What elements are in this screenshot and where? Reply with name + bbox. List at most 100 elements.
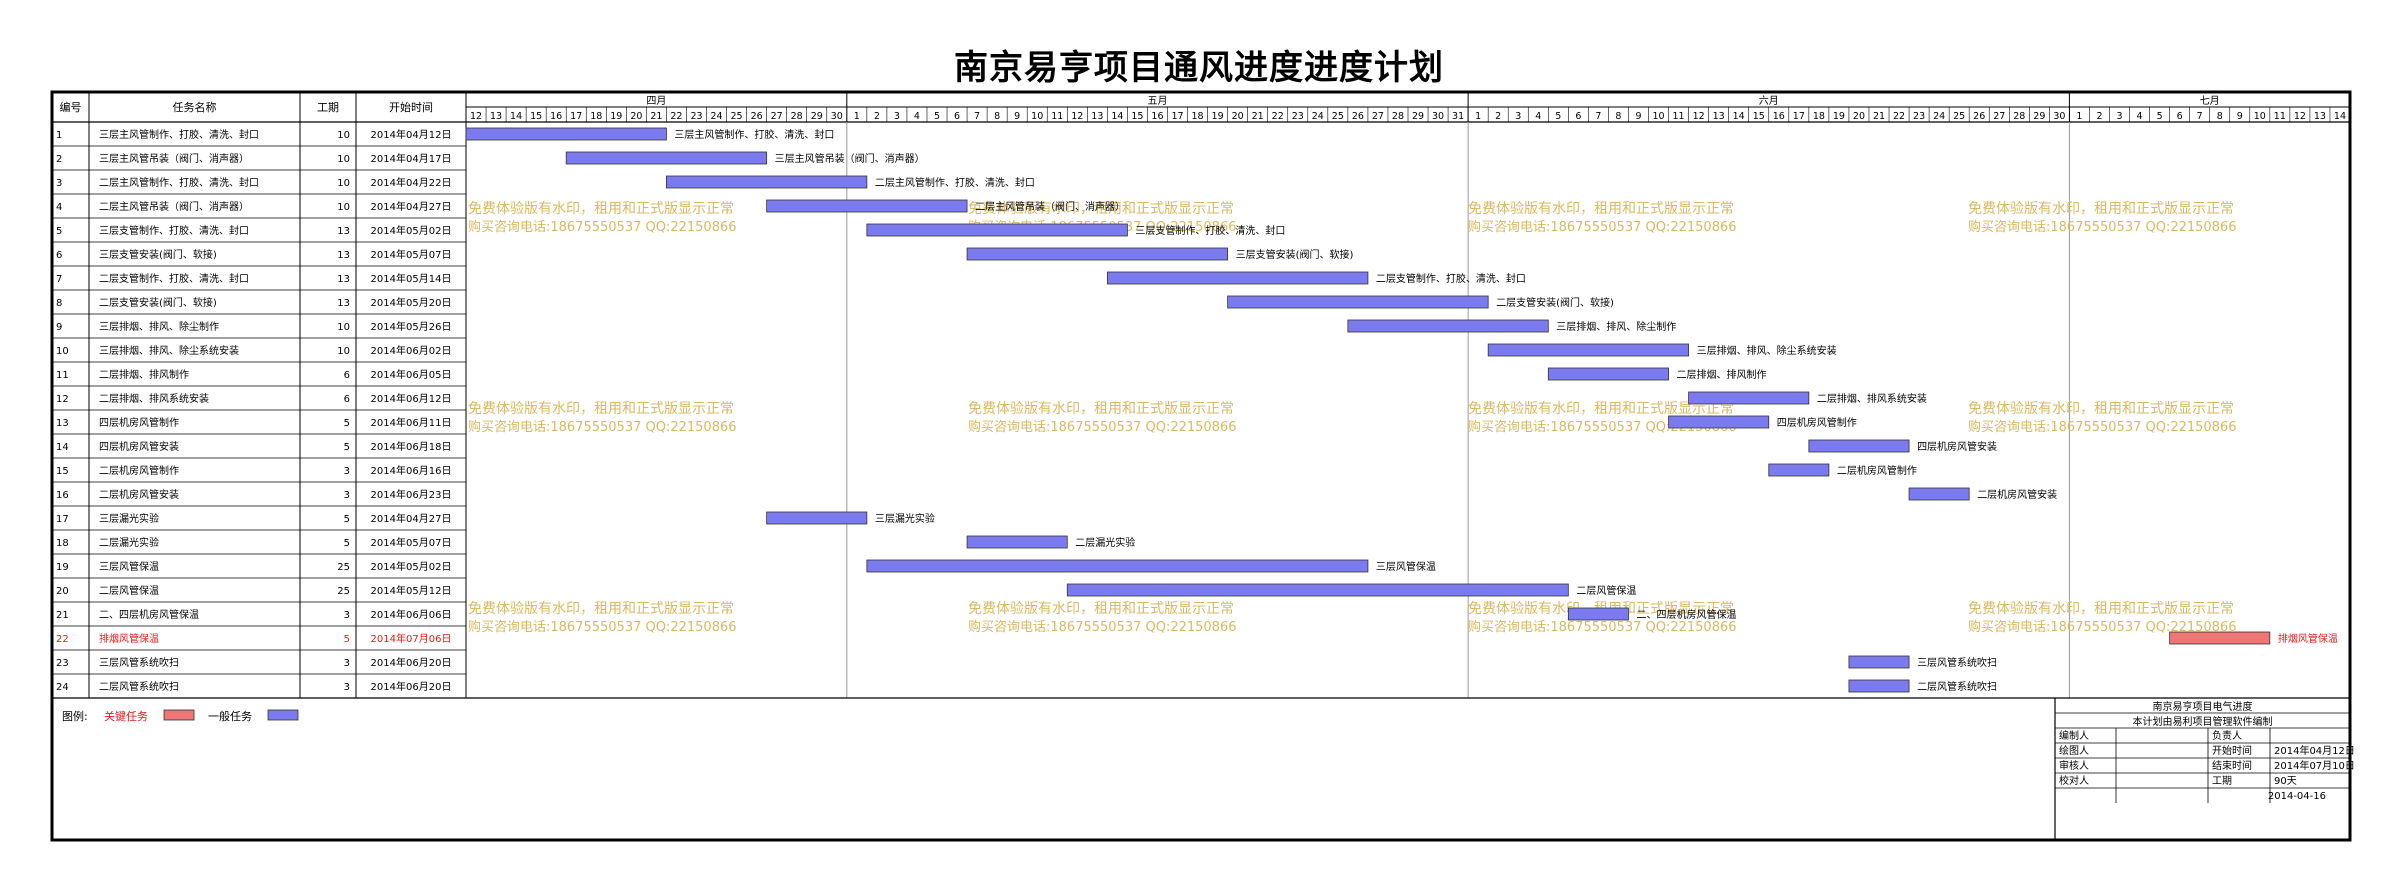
day-label: 9 [1635, 111, 1641, 122]
day-label: 27 [771, 111, 783, 122]
task-bar-label: 四层机房风管安装 [1917, 440, 1997, 453]
day-label: 24 [710, 111, 722, 122]
task-bar [1066, 583, 1569, 597]
task-bar [966, 247, 1229, 261]
task-bar-label: 三层排烟、排风、除尘制作 [1556, 320, 1676, 333]
day-label: 7 [2197, 111, 2203, 122]
watermark-line2: 购买咨询电话:18675550537 QQ:22150866 [468, 619, 737, 635]
task-id: 9 [56, 322, 62, 333]
task-id: 15 [56, 466, 69, 477]
legend-normal-swatch [267, 709, 299, 721]
day-label: 12 [1693, 111, 1705, 122]
task-duration: 13 [337, 250, 350, 261]
info-subtitle: 本计划由易利项目管理软件编制 [2133, 715, 2273, 728]
watermark-line2: 购买咨询电话:18675550537 QQ:22150866 [968, 419, 1237, 435]
watermark-line1: 免费体验版有水印，租用和正式版显示正常 [1468, 201, 1734, 217]
task-bar [1347, 319, 1549, 333]
day-label: 23 [690, 111, 702, 122]
task-id: 22 [56, 634, 69, 645]
task-name: 三层支管制作、打胶、清洗、封口 [99, 224, 249, 237]
task-start: 2014年05月02日 [371, 560, 452, 573]
task-duration: 3 [344, 490, 350, 501]
task-bar-label: 二层支管安装(阀门、软接) [1496, 296, 1614, 309]
task-name: 三层主风管吊装（阀门、消声器） [99, 152, 249, 165]
task-start: 2014年07月06日 [371, 632, 452, 645]
task-bar-label: 二层主风管制作、打胶、清洗、封口 [875, 176, 1035, 189]
task-duration: 5 [344, 634, 350, 645]
task-id: 5 [56, 226, 62, 237]
header-start: 开始时间 [389, 100, 433, 114]
task-name: 四层机房风管安装 [99, 440, 179, 453]
day-label: 3 [1515, 111, 1521, 122]
task-start: 2014年06月12日 [371, 392, 452, 405]
day-label: 21 [1252, 111, 1264, 122]
watermark-line1: 免费体验版有水印，租用和正式版显示正常 [968, 401, 1234, 417]
day-label: 28 [791, 111, 803, 122]
task-start: 2014年04月22日 [371, 176, 452, 189]
day-label: 14 [2334, 111, 2346, 122]
task-bar [1908, 487, 1970, 501]
day-label: 6 [954, 111, 960, 122]
task-bar [666, 175, 868, 189]
task-name: 三层支管安装(阀门、软接) [99, 248, 217, 261]
watermark-line1: 免费体验版有水印，租用和正式版显示正常 [968, 601, 1234, 617]
day-label: 27 [1372, 111, 1384, 122]
month-label: 七月 [2200, 95, 2220, 107]
day-label: 1 [2076, 111, 2082, 122]
task-duration: 13 [337, 274, 350, 285]
task-name: 三层主风管制作、打胶、清洗、封口 [99, 128, 259, 141]
day-label: 11 [2274, 111, 2286, 122]
header-duration: 工期 [317, 101, 339, 114]
task-start: 2014年06月02日 [371, 344, 452, 357]
header-id: 编号 [60, 100, 82, 114]
task-start: 2014年05月20日 [371, 296, 452, 309]
info-value: 2014年07月10日 [2274, 759, 2355, 772]
task-bar [766, 199, 968, 213]
task-name: 二层机房风管安装 [99, 488, 179, 501]
day-label: 11 [1051, 111, 1063, 122]
task-bar-label: 三层漏光实验 [875, 512, 935, 525]
task-name: 三层排烟、排风、除尘系统安装 [99, 344, 239, 357]
task-duration: 5 [344, 514, 350, 525]
task-name: 二层机房风管制作 [99, 464, 179, 477]
day-label: 20 [630, 111, 642, 122]
task-start: 2014年06月23日 [371, 488, 452, 501]
day-label: 4 [914, 111, 920, 122]
day-label: 22 [1893, 111, 1905, 122]
day-label: 14 [1111, 111, 1123, 122]
task-duration: 5 [344, 538, 350, 549]
watermark-line1: 免费体验版有水印，租用和正式版显示正常 [968, 201, 1234, 217]
task-start: 2014年04月27日 [371, 200, 452, 213]
task-id: 18 [56, 538, 69, 549]
task-duration: 10 [337, 154, 350, 165]
day-label: 7 [1595, 111, 1601, 122]
task-bar-label: 四层机房风管制作 [1777, 416, 1857, 429]
watermark-line2: 购买咨询电话:18675550537 QQ:22150866 [468, 219, 737, 235]
day-label: 18 [590, 111, 602, 122]
task-name: 三层排烟、排风、除尘制作 [99, 320, 219, 333]
watermark-line1: 免费体验版有水印，租用和正式版显示正常 [1968, 401, 2234, 417]
task-name: 二层排烟、排风系统安装 [99, 392, 209, 405]
watermark-line2: 购买咨询电话:18675550537 QQ:22150866 [1968, 419, 2237, 435]
info-label: 编制人 [2059, 729, 2089, 742]
day-label: 8 [2217, 111, 2223, 122]
task-id: 24 [56, 682, 69, 693]
day-label: 18 [1192, 111, 1204, 122]
day-label: 15 [530, 111, 542, 122]
day-label: 26 [1352, 111, 1364, 122]
watermark-line2: 购买咨询电话:18675550537 QQ:22150866 [1968, 619, 2237, 635]
day-label: 14 [1733, 111, 1745, 122]
info-label: 工期 [2212, 775, 2232, 787]
day-label: 9 [1014, 111, 1020, 122]
task-id: 6 [56, 250, 62, 261]
header-name: 任务名称 [173, 100, 217, 114]
info-label: 绘图人 [2059, 744, 2089, 757]
task-duration: 5 [344, 418, 350, 429]
day-label: 31 [1452, 111, 1464, 122]
day-label: 12 [2294, 111, 2306, 122]
page-title: 南京易亨项目通风进度进度计划 [954, 48, 1444, 88]
task-id: 21 [56, 610, 69, 621]
day-label: 13 [490, 111, 502, 122]
task-bar [1227, 295, 1489, 309]
